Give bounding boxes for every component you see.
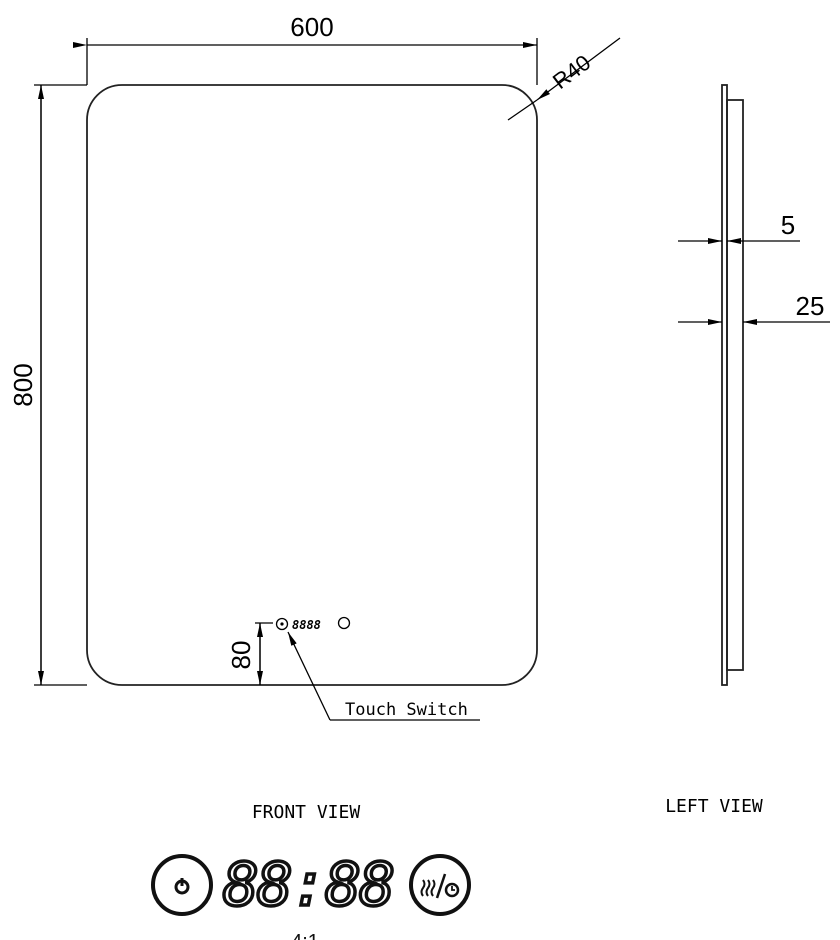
power-button <box>151 854 213 916</box>
touch-switch-callout: Touch Switch <box>287 631 480 721</box>
glass-thickness-label: 5 <box>781 210 795 240</box>
height-dimension: 800 <box>8 84 87 686</box>
front-view: 600 800 R40 8888 80 <box>8 12 621 823</box>
touch-switch-label: Touch Switch <box>345 700 468 720</box>
left-view-label: LEFT VIEW <box>665 796 763 817</box>
touch-switch-mini: 8888 <box>275 616 351 632</box>
heat-timer-icon <box>420 873 460 899</box>
switch-offset-label: 80 <box>226 641 256 670</box>
digit-display: 88:88 <box>223 850 394 920</box>
heat-timer-button <box>409 854 471 916</box>
depth-dimension: 25 <box>678 291 830 325</box>
scale-label: 4:1 <box>291 931 319 940</box>
power-icon <box>174 878 190 895</box>
height-label: 800 <box>8 363 38 406</box>
mirror-outline <box>86 84 538 686</box>
radius-callout: R40 <box>507 37 621 121</box>
radius-label: R40 <box>548 50 595 94</box>
width-label: 600 <box>290 12 333 42</box>
depth-label: 25 <box>796 291 825 321</box>
mini-display: 8888 <box>292 618 321 632</box>
switch-offset-dimension: 80 <box>226 622 273 685</box>
glass-thickness-dimension: 5 <box>678 210 800 244</box>
front-view-label: FRONT VIEW <box>252 802 361 823</box>
control-panel-detail: 88:88 4:1 <box>151 848 471 940</box>
backing-profile <box>726 99 744 671</box>
left-view: 5 25 LEFT VIEW <box>665 84 830 817</box>
width-dimension: 600 <box>73 12 538 85</box>
